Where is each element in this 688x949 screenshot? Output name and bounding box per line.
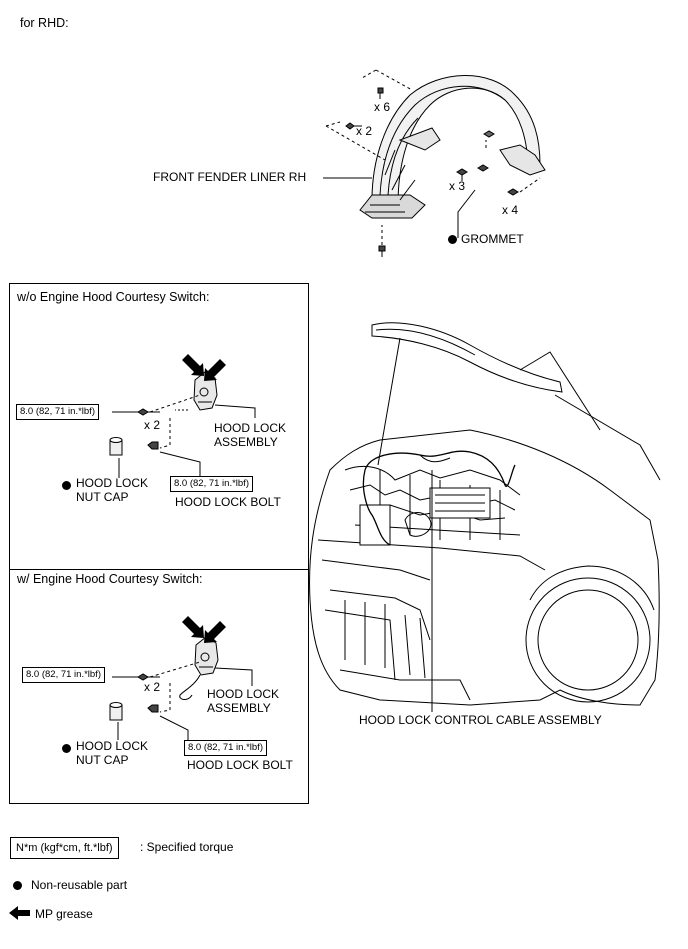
nut-cap-label-line2: NUT CAP	[76, 753, 129, 767]
torque-box: 8.0 (82, 71 in.*lbf)	[16, 404, 99, 420]
non-reusable-bullet-icon	[62, 744, 71, 753]
legend-bullet-icon	[13, 881, 22, 890]
torque-box: 8.0 (82, 71 in.*lbf)	[22, 667, 105, 683]
fender-qty-mid: x 3	[449, 179, 466, 193]
grease-arrow-icon	[182, 354, 204, 376]
nut-cap-label-line1: HOOD LOCK	[76, 476, 149, 490]
hood-lock-bolt-label: HOOD LOCK BOLT	[175, 495, 281, 509]
grease-arrow-icon	[204, 359, 226, 381]
nut-cap-label-line2: NUT CAP	[76, 490, 129, 504]
torque-box: 8.0 (82, 71 in.*lbf)	[170, 476, 253, 492]
hood-lock-label-line1: HOOD LOCK	[214, 421, 287, 435]
torque-box: 8.0 (82, 71 in.*lbf)	[184, 740, 267, 756]
grease-arrow-icon	[204, 621, 226, 643]
hood-lock-illustration-2	[109, 636, 253, 740]
fender-liner-label: FRONT FENDER LINER RH	[153, 170, 307, 184]
panel-without-title: w/o Engine Hood Courtesy Switch:	[17, 290, 210, 304]
bolt-qty: x 2	[144, 418, 161, 432]
nut-cap-label-line1: HOOD LOCK	[76, 739, 149, 753]
legend-torque-desc: : Specified torque	[140, 840, 234, 854]
hood-lock-illustration-1	[109, 371, 256, 478]
vehicle-illustration	[309, 322, 661, 706]
non-reusable-bullet-icon	[62, 481, 71, 490]
panel-with-switch	[9, 569, 309, 804]
legend-non-reusable: Non-reusable part	[31, 878, 128, 892]
non-reusable-bullet-icon	[448, 235, 457, 244]
fender-liner-illustration	[359, 75, 546, 219]
hood-lock-label-line1: HOOD LOCK	[207, 687, 280, 701]
panel-with-title: w/ Engine Hood Courtesy Switch:	[17, 572, 203, 586]
grease-arrows	[9, 354, 226, 920]
legend-torque-box: N*m (kgf*cm, ft.*lbf)	[10, 837, 119, 859]
hood-lock-label-line2: ASSEMBLY	[214, 435, 278, 449]
grease-arrow-icon	[182, 616, 204, 638]
legend-grease: MP grease	[35, 907, 93, 921]
grommet-label: GROMMET	[461, 232, 524, 246]
hood-lock-cable-label: HOOD LOCK CONTROL CABLE ASSEMBLY	[359, 713, 602, 727]
fender-qty-right: x 4	[502, 203, 519, 217]
fender-dashed-leaders	[325, 69, 541, 245]
grommet-leader	[457, 189, 476, 238]
bolt-qty: x 2	[144, 680, 161, 694]
fender-qty-left: x 2	[356, 124, 373, 138]
hood-lock-bolt-label: HOOD LOCK BOLT	[187, 758, 293, 772]
fender-fasteners	[345, 87, 519, 257]
hood-lock-label-line2: ASSEMBLY	[207, 701, 271, 715]
fender-qty-top: x 6	[374, 100, 391, 114]
variant-heading: for RHD:	[20, 16, 69, 30]
legend-grease-arrow-icon	[9, 906, 30, 920]
